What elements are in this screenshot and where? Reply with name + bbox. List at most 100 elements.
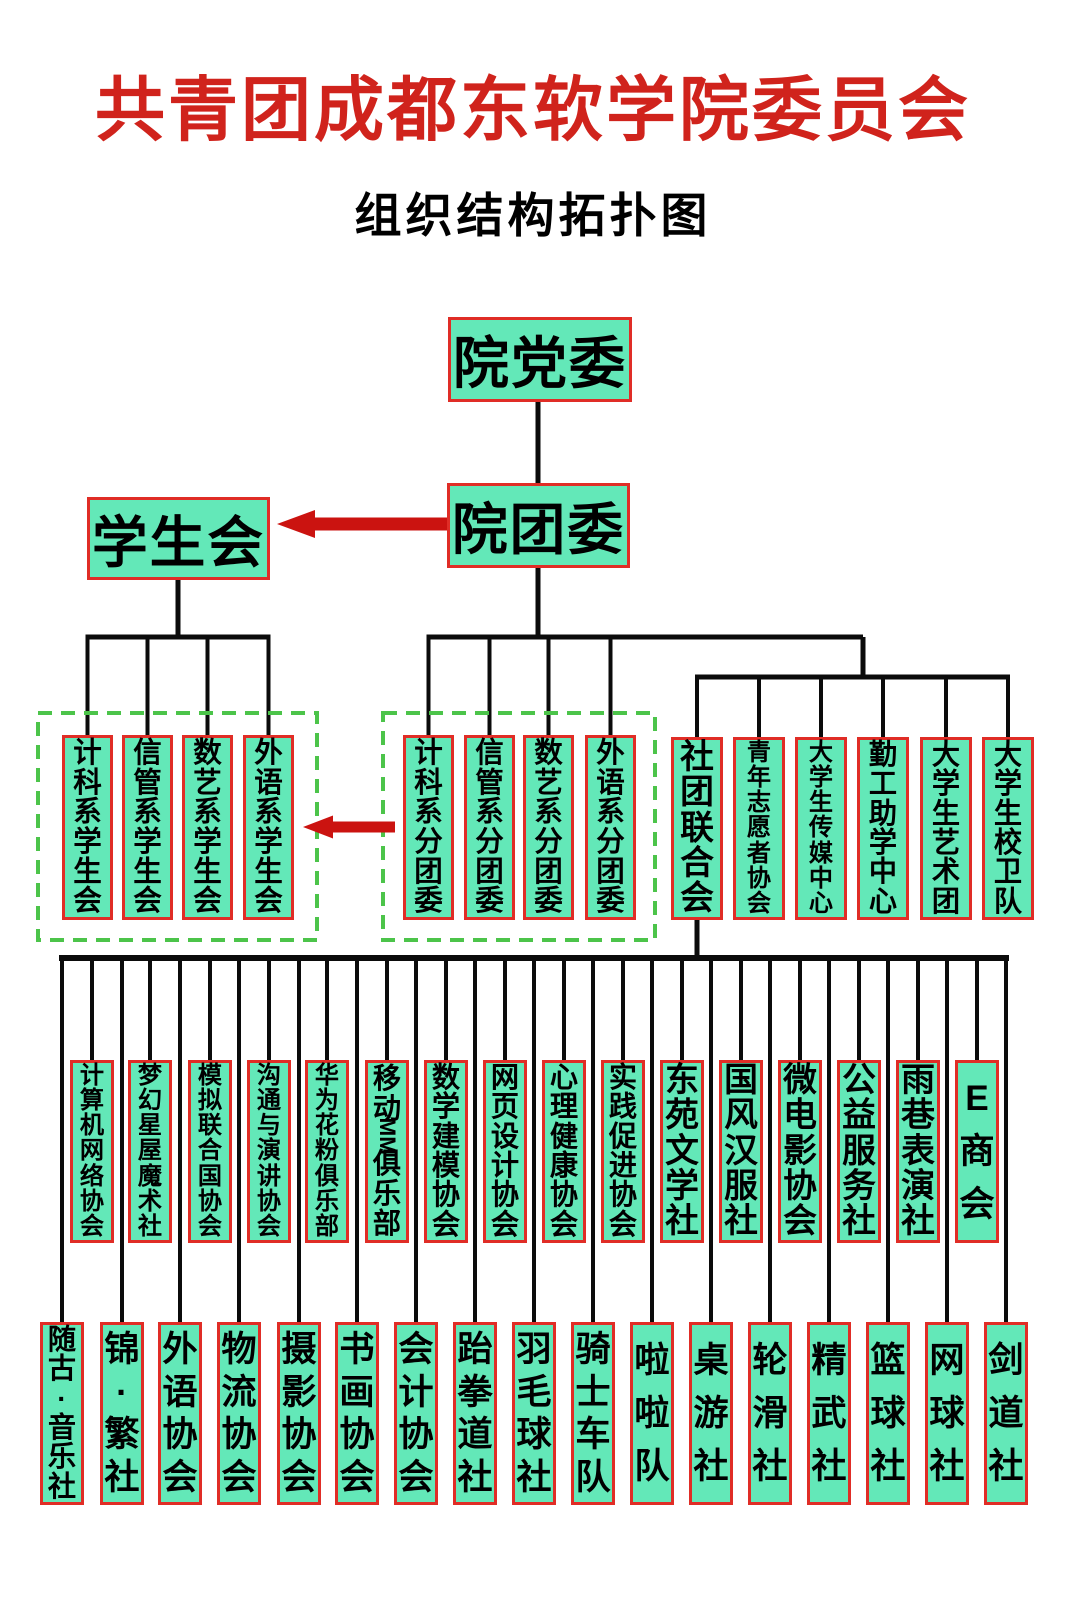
node-label-char: 管 [475, 766, 504, 799]
node-label-char: 分 [414, 826, 443, 859]
node-club: 啦啦队 [630, 1322, 674, 1505]
node-label-char: 青 [746, 739, 772, 766]
node-label-char: 桌 [693, 1340, 729, 1380]
node-label-char: 传 [808, 814, 834, 842]
node-label-char: 巷 [901, 1096, 935, 1135]
node-label-char: 讲 [256, 1162, 282, 1190]
node-club: 网页设计协会 [483, 1060, 527, 1243]
node-student-union-branch: 信管系学生会 [122, 735, 173, 920]
node-club: 心理健康协会 [542, 1060, 586, 1243]
node-label-char: 移 [372, 1062, 402, 1094]
node-label-char: 计 [414, 737, 443, 770]
node-label-char: 精 [811, 1340, 847, 1380]
node-label-char: 骑 [575, 1330, 611, 1370]
node-label-char: 大 [993, 739, 1023, 771]
node-label-char: 演 [256, 1137, 282, 1165]
node-label-char: 机 [79, 1112, 105, 1140]
node-club: 实践促进协会 [601, 1060, 645, 1243]
node-label-char: 毛 [516, 1372, 552, 1412]
node-league-department: 社团联合会 [671, 737, 723, 920]
node-label-char: 生 [133, 855, 162, 888]
node-label-char: 算 [79, 1087, 105, 1115]
node-label-char: 表 [901, 1131, 935, 1170]
node-label-char: 社 [47, 1470, 77, 1502]
node-label-char: 影 [281, 1372, 317, 1412]
node-label-char: 计 [79, 1062, 105, 1089]
node-label-char: 勤 [868, 739, 898, 771]
node-label-char: 生 [73, 855, 102, 888]
node-label-char: 协 [608, 1179, 638, 1211]
node-label-char: 拳 [457, 1372, 493, 1412]
node-label-char: 影 [783, 1131, 817, 1170]
node-label-char: 设 [490, 1120, 520, 1152]
node-label-char: 科 [73, 766, 102, 799]
node-label-char: 幻 [137, 1087, 163, 1115]
node-label-char: 文 [665, 1131, 699, 1170]
node-label-char: 服 [842, 1131, 876, 1170]
node-label-char: 学 [931, 768, 961, 800]
node-label-char: 风 [724, 1096, 758, 1135]
node-club: 羽毛球社 [512, 1322, 556, 1505]
node-club: 精武社 [807, 1322, 851, 1505]
node-label-char: 社 [842, 1201, 876, 1240]
node-label-char: 系 [193, 796, 222, 829]
node-label-char: 会 [398, 1457, 434, 1497]
node-label-char: 健 [549, 1120, 579, 1152]
node-label-char: 国 [724, 1061, 758, 1100]
node-label-char: 理 [549, 1091, 579, 1123]
node-club: 会计协会 [394, 1322, 438, 1505]
node-league-department: 大学生艺术团 [920, 737, 972, 920]
node-club: 网球社 [925, 1322, 969, 1505]
node-label-char: 媒 [808, 839, 834, 867]
node-label-char: MM [375, 1117, 401, 1156]
node-label-char: 心 [808, 889, 834, 917]
node-label-char: · [57, 1382, 67, 1414]
node-label-char: 艺 [534, 766, 563, 799]
node-label-char: 花 [314, 1112, 340, 1140]
node-label-char: 协 [339, 1415, 375, 1455]
node-label-char: 建 [431, 1120, 461, 1152]
node-party-committee: 院党委 [448, 317, 632, 402]
node-label-char: 会 [73, 885, 102, 918]
node-label-char: 会 [254, 885, 283, 918]
node-label-char: 术 [931, 856, 961, 888]
node-label-char: 学 [993, 768, 1023, 800]
node-club: 计算机网络协会 [70, 1060, 114, 1243]
org-chart-subtitle: 组织结构拓扑图 [354, 189, 712, 242]
node-label-char: 网 [490, 1062, 520, 1094]
node-label-char: 会 [783, 1201, 817, 1240]
node-label-char: 画 [339, 1372, 375, 1412]
node-label-char: 学 [808, 764, 834, 792]
node-label-char: 年 [746, 764, 772, 792]
node-label-char: 部 [314, 1212, 340, 1240]
node-label-char: 协 [549, 1179, 579, 1211]
node-label-char: 物 [221, 1330, 257, 1370]
node-label-char: 委 [534, 885, 563, 918]
node-label-char: 语 [254, 766, 283, 799]
node-label-char: 联 [680, 808, 714, 847]
node-label-char: 愿 [746, 814, 772, 842]
node-label-char: · [116, 1372, 128, 1412]
node-label-char: 摄 [281, 1330, 317, 1370]
node-label-char: 工 [868, 768, 898, 800]
node-label-char: 协 [431, 1179, 461, 1211]
node-league-department: 大学生传媒中心 [795, 737, 847, 920]
node-label-char: 拟 [197, 1087, 223, 1115]
node-label-char: 益 [842, 1096, 876, 1135]
node-label-char: 会 [608, 1208, 638, 1240]
node-label-char: 模 [197, 1062, 223, 1089]
node-label-char: 社 [752, 1446, 788, 1486]
node-label-char: 委 [596, 885, 625, 918]
node-club: 篮球社 [866, 1322, 910, 1505]
node-club: 书画协会 [335, 1322, 379, 1505]
node-label-char: 数 [534, 737, 563, 770]
node-club: 随古·音乐社 [40, 1322, 84, 1505]
node-label-char: 网 [79, 1137, 105, 1165]
node-club: 沟通与演讲协会 [247, 1060, 291, 1243]
node-label-char: 会 [490, 1208, 520, 1240]
node-label-char: 外 [254, 737, 283, 770]
node-label-char: 与 [256, 1112, 282, 1140]
node-label-char: 社 [104, 1457, 140, 1497]
node-label-char: 国 [197, 1162, 223, 1190]
node-label-char: 学 [431, 1091, 461, 1123]
